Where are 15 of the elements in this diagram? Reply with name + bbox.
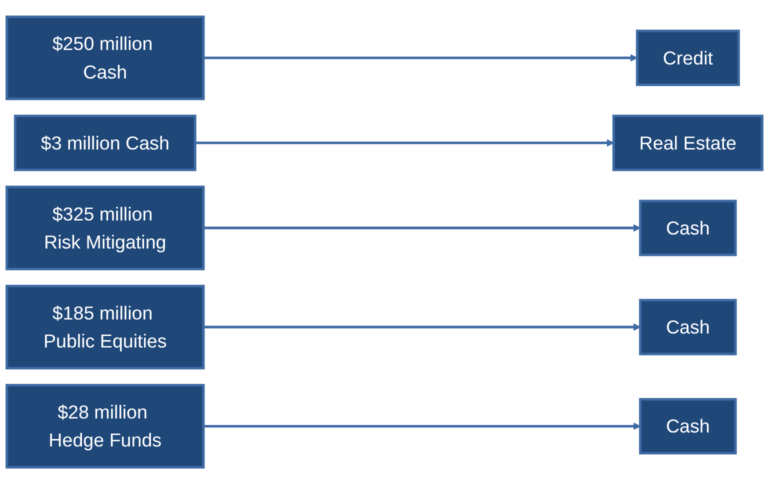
node-box: Cash — [639, 200, 737, 257]
node-box: $325 million Risk Mitigating — [6, 186, 205, 271]
arrow — [203, 422, 641, 430]
node-box: Credit — [636, 30, 740, 87]
node-box: $185 million Public Equities — [6, 285, 205, 370]
node-box: Real Estate — [612, 115, 764, 172]
node-box: $3 million Cash — [14, 115, 196, 172]
node-box: $250 million Cash — [6, 16, 205, 101]
node-box: Cash — [639, 398, 737, 455]
arrow — [203, 224, 641, 232]
arrow — [195, 140, 614, 148]
arrow — [203, 54, 638, 62]
node-box: Cash — [639, 299, 737, 356]
node-box: $28 million Hedge Funds — [6, 384, 205, 469]
arrow — [203, 324, 641, 332]
